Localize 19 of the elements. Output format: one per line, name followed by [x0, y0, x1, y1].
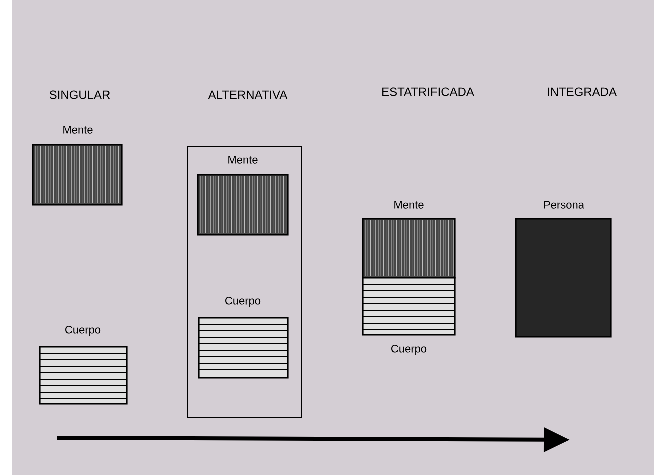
- node-label: Mente: [394, 201, 424, 209]
- column-heading: SINGULAR: [50, 90, 110, 100]
- hatched-block: Persona: [515, 201, 612, 338]
- hatched-block: Cuerpo: [39, 326, 128, 405]
- node-label: Persona: [544, 201, 584, 209]
- hatched-block: Cuerpo: [198, 297, 289, 379]
- column-heading: ESTATRIFICADA: [382, 88, 474, 96]
- hatched-block: Mente: [362, 201, 456, 279]
- hatched-block: Mente: [32, 126, 123, 206]
- hatched-block: Cuerpo: [362, 277, 456, 355]
- column-heading: ALTERNATIVA: [208, 90, 288, 100]
- column-heading: INTEGRADA: [548, 88, 617, 96]
- frame-box: [188, 146, 302, 418]
- node-label: Mente: [228, 156, 258, 164]
- hatched-block: Mente: [197, 156, 289, 236]
- node-label: Cuerpo: [66, 326, 101, 336]
- node-label: Cuerpo: [392, 345, 427, 355]
- node-label: Cuerpo: [226, 297, 261, 307]
- node-label: Mente: [64, 126, 93, 134]
